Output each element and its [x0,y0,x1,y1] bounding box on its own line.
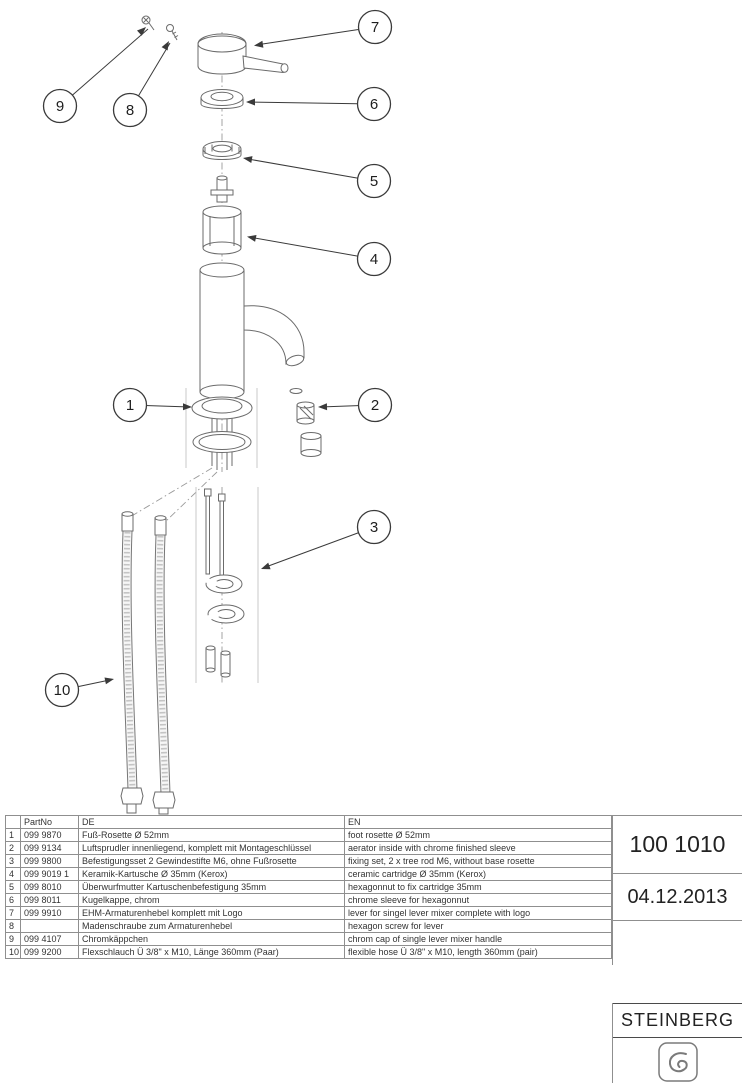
callout-5: 5 [243,156,392,199]
table-row: 10 099 9200 Flexschlauch Ü 3/8" x M10, L… [5,945,612,959]
table-row: 9 099 4107 Chromkäppchen chrom cap of si… [5,932,612,946]
header-de: DE [78,815,345,829]
description-en: foot rosette Ø 52mm [344,828,612,842]
flexible-hose-right [152,515,176,815]
callout-4: 4 [247,235,392,277]
table-row: 7 099 9910 EHM-Armaturenhebel komplett m… [5,906,612,920]
callout-8-label: 8 [126,102,134,119]
description-de: Überwurfmutter Kartuschenbefestigung 35m… [78,880,345,894]
description-de: Chromkäppchen [78,932,345,946]
callout-3-label: 3 [370,519,378,536]
exploded-view-diagram: 7 9 8 6 5 4 1 2 [42,9,393,815]
part-number: 099 4107 [20,932,79,946]
part-number [20,919,79,933]
callout-2: 2 [318,387,393,423]
ceramic-cartridge [202,175,242,255]
part-number: 099 8011 [20,893,79,907]
part-row-number: 1 [5,828,21,842]
document-number: 100 1010 [613,816,742,874]
description-de: Fuß-Rosette Ø 52mm [78,828,345,842]
callout-9: 9 [42,27,149,124]
description-en: lever for singel lever mixer complete wi… [344,906,612,920]
steinberg-logo-icon [657,1042,698,1082]
callout-5-label: 5 [370,173,378,190]
table-row: 3 099 9800 Befestigungsset 2 Gewindestif… [5,854,612,868]
callout-8: 8 [112,41,171,128]
description-en: chrom cap of single lever mixer handle [344,932,612,946]
part-row-number: 10 [5,945,21,959]
table-row: 1 099 9870 Fuß-Rosette Ø 52mm foot roset… [5,828,612,842]
lever-handle [197,33,289,75]
part-number: 099 9019 1 [20,867,79,881]
part-row-number: 9 [5,932,21,946]
description-en: chrome sleeve for hexagonnut [344,893,612,907]
callout-6-label: 6 [370,96,378,113]
callout-7: 7 [254,9,393,48]
chrome-cap-icon [141,15,155,31]
part-number: 099 8010 [20,880,79,894]
flexible-hose-left [120,511,144,814]
document-date: 04.12.2013 [613,874,742,921]
callout-9-label: 9 [56,98,64,115]
aerator-parts [289,388,322,457]
part-row-number: 2 [5,841,21,855]
part-number: 099 9800 [20,854,79,868]
table-row: 8 Madenschraube zum Armaturenhebel hexag… [5,919,612,933]
header-row-number [5,815,21,829]
description-en: flexible hose Ü 3/8" x M10, length 360mm… [344,945,612,959]
table-row: 2 099 9134 Luftsprudler innenliegend, ko… [5,841,612,855]
foot-rosette [191,396,253,453]
description-en: hexagonnut to fix cartridge 35mm [344,880,612,894]
callout-10-label: 10 [54,682,71,699]
callout-4-label: 4 [370,251,378,268]
part-row-number: 8 [5,919,21,933]
parts-table-area: PartNo DE EN 1 099 9870 Fuß-Rosette Ø 52… [5,815,612,959]
description-de: EHM-Armaturenhebel komplett mit Logo [78,906,345,920]
description-en: hexagon screw for lever [344,919,612,933]
header-en: EN [344,815,612,829]
grub-screw-icon [166,24,179,41]
parts-table: PartNo DE EN 1 099 9870 Fuß-Rosette Ø 52… [5,815,612,959]
description-de: Befestigungsset 2 Gewindestifte M6, ohne… [78,854,345,868]
steinberg-logo [613,1038,742,1083]
table-row: 6 099 8011 Kugelkappe, chrom chrome slee… [5,893,612,907]
faucet-body [199,262,305,470]
description-de: Kugelkappe, chrom [78,893,345,907]
group-guide-lines [185,388,259,683]
callout-7-label: 7 [371,19,379,36]
part-number: 099 9134 [20,841,79,855]
callout-1-label: 1 [126,397,134,414]
table-row: 5 099 8010 Überwurfmutter Kartuschenbefe… [5,880,612,894]
description-de: Madenschraube zum Armaturenhebel [78,919,345,933]
part-row-number: 6 [5,893,21,907]
part-row-number: 5 [5,880,21,894]
description-de: Luftsprudler innenliegend, komplett mit … [78,841,345,855]
part-number: 099 9870 [20,828,79,842]
description-en: ceramic cartridge Ø 35mm (Kerox) [344,867,612,881]
brand-block: STEINBERG [612,1003,742,1083]
part-row-number: 7 [5,906,21,920]
description-en: fixing set, 2 x tree rod M6, without bas… [344,854,612,868]
callout-6: 6 [246,86,392,122]
chrome-sleeve [200,89,244,109]
part-row-number: 4 [5,867,21,881]
part-number: 099 9910 [20,906,79,920]
header-partno: PartNo [20,815,79,829]
fixing-set [204,488,245,678]
table-header-row: PartNo DE EN [5,815,612,829]
callout-10: 10 [44,672,114,708]
description-en: aerator inside with chrome finished slee… [344,841,612,855]
title-block: 100 1010 04.12.2013 [612,815,742,965]
description-de: Keramik-Kartusche Ø 35mm (Kerox) [78,867,345,881]
brand-name: STEINBERG [613,1003,742,1038]
part-number: 099 9200 [20,945,79,959]
part-row-number: 3 [5,854,21,868]
callout-3: 3 [261,509,392,570]
callout-1: 1 [112,387,192,423]
cartridge-nut [202,141,242,160]
table-row: 4 099 9019 1 Keramik-Kartusche Ø 35mm (K… [5,867,612,881]
callout-2-label: 2 [371,397,379,414]
description-de: Flexschlauch Ü 3/8" x M10, Länge 360mm (… [78,945,345,959]
